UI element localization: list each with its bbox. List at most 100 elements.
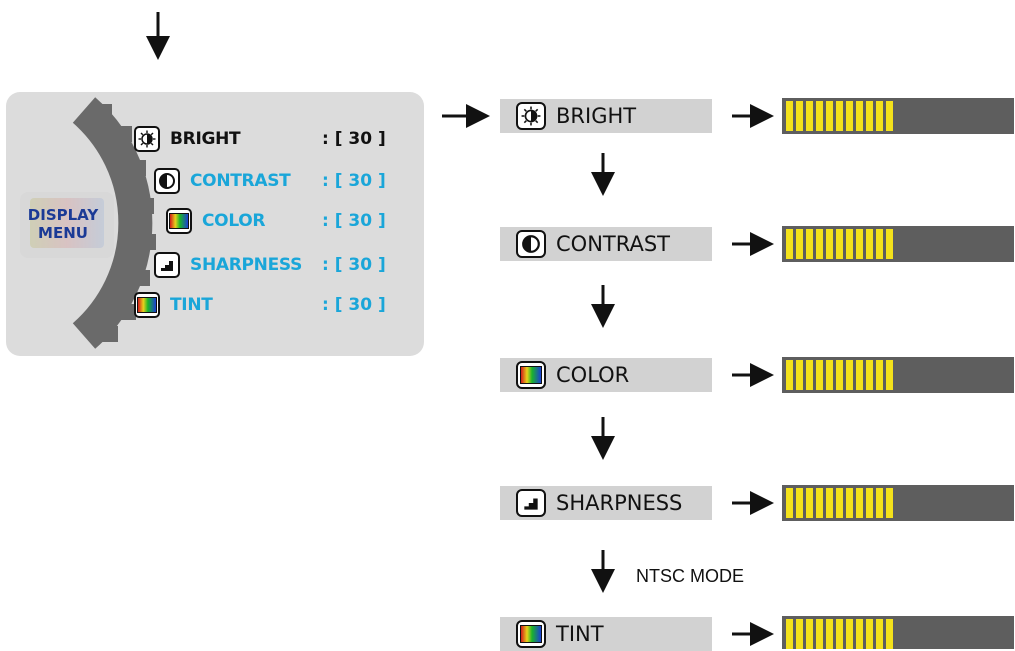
step-label: CONTRAST xyxy=(556,232,670,256)
menu-item-label: CONTRAST xyxy=(190,171,291,191)
color-icon xyxy=(166,208,192,234)
sharpness-icon xyxy=(154,252,180,278)
level-segment xyxy=(846,229,853,259)
contrast-icon xyxy=(154,168,180,194)
menu-item-value: : [ 30 ] xyxy=(322,171,386,191)
menu-item-contrast[interactable]: CONTRAST xyxy=(154,166,291,196)
level-segment xyxy=(796,619,803,649)
step-label: TINT xyxy=(556,622,604,646)
level-segment xyxy=(866,229,873,259)
level-segment xyxy=(866,101,873,131)
brightness-icon xyxy=(516,102,546,130)
level-segment xyxy=(836,101,843,131)
level-segment xyxy=(816,619,823,649)
level-segment xyxy=(856,360,863,390)
level-segment xyxy=(856,229,863,259)
level-segment xyxy=(826,229,833,259)
level-segment xyxy=(786,360,793,390)
menu-item-label: COLOR xyxy=(202,211,266,231)
menu-item-value: : [ 30 ] xyxy=(322,129,386,149)
level-bar-bright[interactable] xyxy=(782,98,1014,134)
menu-item-value: : [ 30 ] xyxy=(322,295,386,315)
level-segment xyxy=(846,101,853,131)
level-segment xyxy=(846,360,853,390)
level-segment xyxy=(886,101,893,131)
step-label: BRIGHT xyxy=(556,104,637,128)
menu-item-value: : [ 30 ] xyxy=(322,255,386,275)
level-segment xyxy=(866,619,873,649)
sharpness-icon xyxy=(516,489,546,517)
step-tint[interactable]: TINT xyxy=(500,617,712,651)
level-bar-sharpness[interactable] xyxy=(782,485,1014,521)
level-bar-fill xyxy=(786,619,893,649)
level-bar-color[interactable] xyxy=(782,357,1014,393)
level-segment xyxy=(796,101,803,131)
tint-icon xyxy=(516,620,546,648)
menu-item-bright[interactable]: BRIGHT xyxy=(134,124,241,154)
level-segment xyxy=(806,619,813,649)
level-segment xyxy=(876,488,883,518)
ntsc-mode-note: NTSC MODE xyxy=(636,566,744,586)
level-segment xyxy=(836,619,843,649)
contrast-icon xyxy=(516,230,546,258)
step-label: SHARPNESS xyxy=(556,491,683,515)
menu-item-value: : [ 30 ] xyxy=(322,211,386,231)
level-segment xyxy=(826,101,833,131)
level-segment xyxy=(876,101,883,131)
badge-line-2: MENU xyxy=(38,224,88,242)
level-segment xyxy=(816,488,823,518)
level-segment xyxy=(826,488,833,518)
menu-item-tint[interactable]: TINT xyxy=(134,290,213,320)
level-segment xyxy=(866,488,873,518)
menu-item-sharpness[interactable]: SHARPNESS xyxy=(154,250,302,280)
menu-item-color[interactable]: COLOR xyxy=(166,206,266,236)
level-segment xyxy=(826,619,833,649)
level-bar-tint[interactable] xyxy=(782,616,1014,649)
level-segment xyxy=(876,229,883,259)
level-segment xyxy=(866,360,873,390)
level-segment xyxy=(816,229,823,259)
color-icon xyxy=(516,361,546,389)
level-segment xyxy=(806,101,813,131)
level-segment xyxy=(886,229,893,259)
level-segment xyxy=(816,360,823,390)
level-segment xyxy=(836,360,843,390)
level-segment xyxy=(826,360,833,390)
level-segment xyxy=(846,488,853,518)
level-bar-contrast[interactable] xyxy=(782,226,1014,262)
badge-line-1: DISPLAY xyxy=(27,206,99,224)
level-segment xyxy=(836,229,843,259)
level-segment xyxy=(806,229,813,259)
level-segment xyxy=(806,360,813,390)
step-label: COLOR xyxy=(556,363,630,387)
level-segment xyxy=(796,360,803,390)
level-bar-fill xyxy=(786,360,893,390)
level-segment xyxy=(886,619,893,649)
level-segment xyxy=(796,229,803,259)
level-segment xyxy=(796,488,803,518)
level-segment xyxy=(786,101,793,131)
step-bright[interactable]: BRIGHT xyxy=(500,99,712,133)
level-segment xyxy=(886,488,893,518)
level-segment xyxy=(886,360,893,390)
menu-item-label: SHARPNESS xyxy=(190,255,303,275)
brightness-icon xyxy=(134,126,160,152)
level-bar-fill xyxy=(786,488,893,518)
menu-item-label: BRIGHT xyxy=(170,129,241,149)
level-segment xyxy=(806,488,813,518)
display-menu-label: DISPLAY MENU xyxy=(20,206,106,242)
step-contrast[interactable]: CONTRAST xyxy=(500,227,712,261)
menu-item-label: TINT xyxy=(170,295,213,315)
level-segment xyxy=(786,619,793,649)
step-sharpness[interactable]: SHARPNESS xyxy=(500,486,712,520)
level-segment xyxy=(876,360,883,390)
step-color[interactable]: COLOR xyxy=(500,358,712,392)
level-segment xyxy=(876,619,883,649)
tint-icon xyxy=(134,292,160,318)
level-segment xyxy=(856,101,863,131)
level-segment xyxy=(856,488,863,518)
level-segment xyxy=(786,229,793,259)
level-bar-fill xyxy=(786,229,893,259)
level-segment xyxy=(836,488,843,518)
level-segment xyxy=(856,619,863,649)
